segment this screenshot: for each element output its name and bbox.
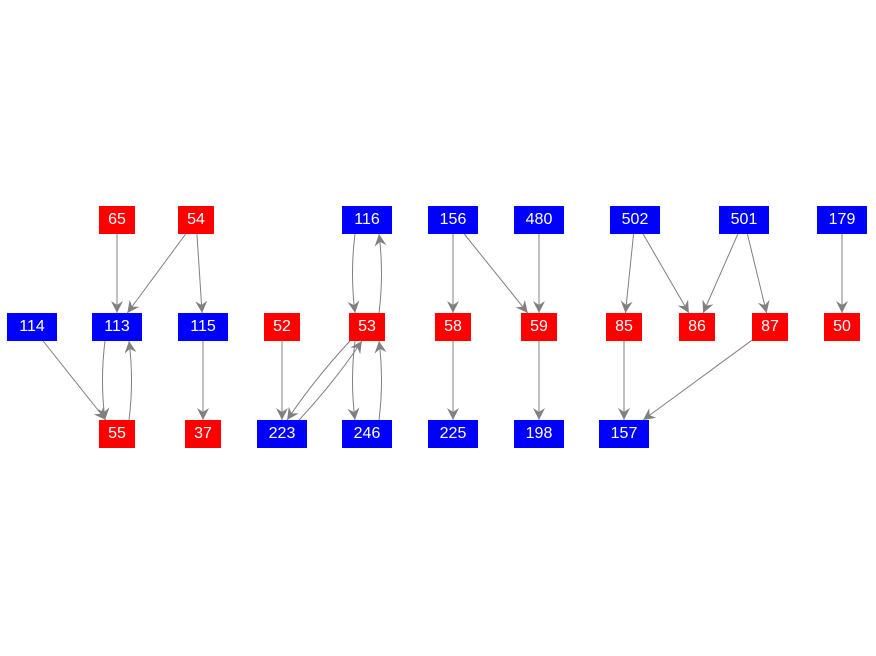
node-157[interactable]: 157 — [599, 420, 649, 448]
node-55[interactable]: 55 — [99, 420, 135, 448]
edge-53-to-116 — [374, 233, 387, 314]
edge-502-to-86 — [642, 233, 690, 314]
node-37[interactable]: 37 — [185, 420, 221, 448]
node-156[interactable]: 156 — [428, 206, 478, 234]
node-246[interactable]: 246 — [342, 420, 392, 448]
edge-116-to-53 — [347, 233, 360, 314]
edge-55-to-113 — [124, 340, 137, 421]
edge-54-to-115 — [195, 233, 208, 314]
edge-53-to-246 — [347, 340, 360, 421]
node-85[interactable]: 85 — [606, 313, 642, 341]
edge-502-to-85 — [620, 233, 635, 314]
edge-113-to-55 — [97, 340, 110, 421]
node-52[interactable]: 52 — [264, 313, 300, 341]
edge-54-to-113 — [126, 233, 187, 314]
edge-87-to-157 — [642, 339, 753, 421]
node-58[interactable]: 58 — [435, 313, 471, 341]
node-223[interactable]: 223 — [257, 420, 307, 448]
node-179[interactable]: 179 — [817, 206, 867, 234]
node-65[interactable]: 65 — [99, 206, 135, 234]
node-53[interactable]: 53 — [349, 313, 385, 341]
node-502[interactable]: 502 — [610, 206, 660, 234]
node-54[interactable]: 54 — [178, 206, 214, 234]
node-86[interactable]: 86 — [679, 313, 715, 341]
node-225[interactable]: 225 — [428, 420, 478, 448]
node-87[interactable]: 87 — [752, 313, 788, 341]
edge-156-to-59 — [463, 233, 529, 314]
edge-114-to-55 — [42, 340, 107, 421]
node-115[interactable]: 115 — [178, 313, 228, 341]
node-480[interactable]: 480 — [514, 206, 564, 234]
node-198[interactable]: 198 — [514, 420, 564, 448]
node-113[interactable]: 113 — [92, 313, 142, 341]
node-114[interactable]: 114 — [7, 313, 57, 341]
node-59[interactable]: 59 — [521, 313, 557, 341]
node-116[interactable]: 116 — [342, 206, 392, 234]
edge-501-to-87 — [746, 233, 770, 314]
node-501[interactable]: 501 — [719, 206, 769, 234]
edge-501-to-86 — [702, 233, 739, 314]
node-50[interactable]: 50 — [824, 313, 860, 341]
edge-223-to-53 — [298, 340, 363, 421]
edge-53-to-223 — [286, 340, 351, 421]
edge-246-to-53 — [374, 340, 387, 421]
